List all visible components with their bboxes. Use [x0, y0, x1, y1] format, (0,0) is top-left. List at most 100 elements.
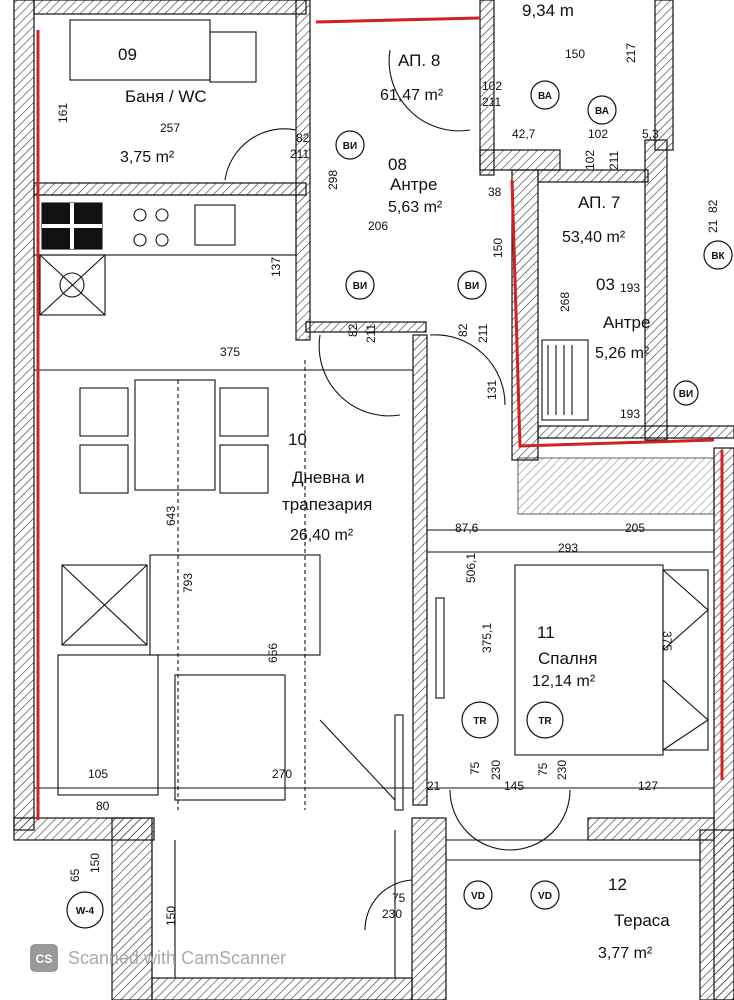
dim-label: 230	[382, 907, 402, 921]
dim-label: 21	[427, 779, 441, 793]
dim-label: 270	[272, 767, 292, 781]
dim-label: 82	[346, 323, 360, 337]
room-area-hall08: 5,63 m²	[388, 199, 443, 216]
badge-vk	[703, 240, 733, 270]
badge-label: VD	[471, 891, 485, 902]
door-arc	[429, 334, 506, 406]
top-area-label: 9,34 m	[522, 1, 574, 20]
dim-label: 268	[558, 292, 572, 312]
dim-label: 211	[482, 95, 501, 109]
badge-label: ВА	[595, 106, 609, 117]
dim-label: 131	[485, 380, 499, 400]
room-area-terrace: 3,77 m²	[598, 945, 653, 962]
closet-03	[541, 339, 589, 421]
camscanner-watermark-text: Scanned with CamScanner	[68, 948, 286, 968]
wall-terrace-right	[699, 829, 734, 1000]
bathtub	[69, 19, 211, 81]
badge-vi	[335, 130, 365, 160]
dim-label: 656	[266, 643, 280, 663]
dim-label: 793	[181, 573, 195, 593]
dim-label: 42,7	[512, 127, 536, 141]
apartment-7-label: АП. 7	[578, 193, 620, 212]
dim-label: 375,1	[480, 623, 494, 653]
dim-label: 150	[491, 238, 505, 258]
room-name-bedroom: Спалня	[538, 649, 597, 668]
dim-label: 506,1	[464, 553, 478, 583]
room-name-hall08: Антре	[390, 175, 437, 194]
dim-label: 150	[88, 853, 102, 873]
dim-label: 230	[555, 760, 569, 780]
wall-bottom-loggia	[151, 977, 413, 1000]
dimension-labels: 257 161 150 217 102 211 82 211 298 42,7 …	[56, 43, 720, 926]
dim-label: 65	[68, 868, 82, 882]
dim-label: 375	[220, 345, 240, 359]
room-area-hall03: 5,26 m²	[595, 345, 650, 362]
dim-label: 75	[468, 761, 482, 775]
badge-tr	[526, 701, 564, 739]
room-number-living: 10	[288, 430, 307, 449]
badge-label: ВИ	[343, 141, 357, 152]
room-name-living-1: Дневна и	[292, 468, 364, 487]
door-arc	[318, 334, 401, 417]
dim-label: 211	[476, 324, 490, 343]
wall-bath-kitchen	[33, 182, 307, 196]
room-area-bedroom: 12,14 m²	[532, 673, 596, 690]
apartment-7-area: 53,40 m²	[562, 229, 626, 246]
dim-label: 137	[269, 257, 283, 277]
hob-burner	[155, 208, 169, 222]
dim-label: 193	[620, 281, 640, 295]
room-number-hall03: 03	[596, 275, 615, 294]
badge-window	[66, 891, 104, 929]
door-arc	[224, 128, 297, 181]
hob-burner	[133, 233, 147, 247]
walls	[13, 0, 734, 1000]
room-area-bath: 3,75 m²	[120, 149, 175, 166]
wall-bottom-loggia-left	[111, 817, 153, 1000]
badge-vi	[457, 270, 487, 300]
badge-tr	[461, 701, 499, 739]
room-name-terrace: Тераса	[614, 911, 670, 930]
dim-label: 193	[620, 407, 640, 421]
wall-living-bedroom	[412, 334, 428, 806]
wall-right-upper	[654, 0, 674, 151]
dim-label: 80	[96, 799, 110, 813]
room-number-bath: 09	[118, 45, 137, 64]
door-arc	[364, 879, 413, 931]
badge-vd	[530, 880, 560, 910]
badge-label: ВА	[538, 91, 552, 102]
dim-label: 257	[160, 121, 180, 135]
badge-label: ВК	[711, 251, 725, 262]
wall-apt8-corridor-a	[479, 0, 495, 176]
wall-bottom-bedroom	[587, 817, 715, 841]
wall-shaft-08	[295, 0, 311, 341]
badge-label: TR	[473, 716, 487, 727]
dim-label: 105	[88, 767, 108, 781]
wall-hall03-bottom	[537, 425, 734, 439]
apartment-8-label: АП. 8	[398, 51, 440, 70]
wall-apt7-shaft	[644, 139, 668, 441]
dim-label: 75	[392, 891, 406, 905]
badges	[66, 80, 733, 929]
dim-label: 375	[660, 631, 674, 651]
dim-label: 87,6	[455, 521, 479, 535]
dining-table	[134, 379, 216, 491]
wall-hall08-bottom	[305, 321, 427, 333]
dim-label: 102	[583, 150, 597, 170]
dim-label: 127	[638, 779, 658, 793]
badge-vi	[673, 380, 699, 406]
kitchen-counter	[33, 194, 297, 256]
dim-label: 82	[456, 323, 470, 337]
badge-label: ВИ	[679, 389, 693, 400]
apartment-8-area: 61,47 m²	[380, 87, 444, 104]
room-name-living-2: трапезария	[282, 495, 372, 514]
dim-label: 217	[624, 43, 638, 63]
dim-label: 211	[290, 147, 309, 161]
dim-label: 102	[482, 79, 502, 93]
fixtures	[33, 19, 714, 978]
dim-label: 298	[326, 170, 340, 190]
badge-labels: ВИ ВИ ВИ ВИ ВА ВА ВК TR TR VD VD W-4	[76, 91, 726, 917]
badge-label: TR	[538, 716, 552, 727]
dim-label: 150	[164, 906, 178, 926]
door-arc	[449, 789, 511, 851]
sink-bath	[209, 31, 257, 83]
